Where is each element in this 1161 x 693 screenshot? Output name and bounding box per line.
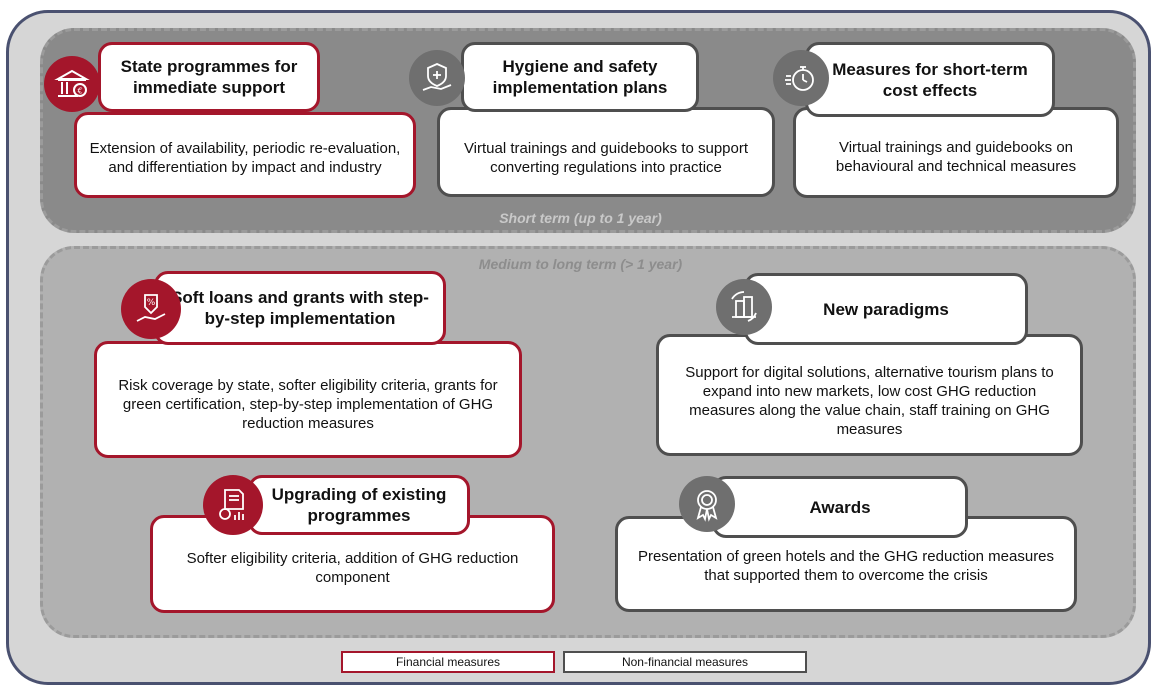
legend-non-financial: Non-financial measures (563, 651, 807, 673)
soft-loans-title-box: Soft loans and grants with step-by-step … (154, 271, 446, 345)
award-badge-icon (679, 476, 735, 532)
state-programmes-desc-box: Extension of availability, periodic re-e… (74, 112, 416, 198)
legend-financial: Financial measures (341, 651, 555, 673)
new-paradigms-title-box: New paradigms (744, 273, 1028, 345)
buildings-cycle-icon (716, 279, 772, 335)
soft-loans-desc-box: Risk coverage by state, softer eligibili… (94, 341, 522, 458)
shield-hand-icon (409, 50, 465, 106)
hygiene-plans-desc: Virtual trainings and guidebooks to supp… (463, 140, 749, 176)
new-paradigms-title: New paradigms (823, 299, 949, 319)
cost-effects-desc-box: Virtual trainings and guidebooks on beha… (793, 107, 1119, 198)
stopwatch-icon (773, 50, 829, 106)
soft-loans-desc: Risk coverage by state, softer eligibili… (118, 377, 498, 432)
upgrading-programmes-desc: Softer eligibility criteria, addition of… (186, 550, 519, 586)
long-term-label: Medium to long term (> 1 year) (478, 256, 683, 272)
cost-effects-title-box: Measures for short-term cost effects (805, 42, 1055, 117)
soft-loans-title: Soft loans and grants with step-by-step … (171, 288, 429, 328)
new-paradigms-desc-box: Support for digital solutions, alternati… (656, 334, 1083, 456)
document-chart-icon (203, 475, 263, 535)
legend-financial-label: Financial measures (395, 655, 501, 669)
bank-euro-icon: € (44, 56, 100, 112)
awards-desc: Presentation of green hotels and the GHG… (637, 548, 1055, 584)
state-programmes-title: State programmes for immediate support (120, 57, 298, 97)
state-programmes-desc: Extension of availability, periodic re-e… (89, 140, 401, 176)
hygiene-plans-title-box: Hygiene and safety implementation plans (461, 42, 699, 112)
hygiene-plans-title: Hygiene and safety implementation plans (492, 57, 668, 97)
hygiene-plans-desc-box: Virtual trainings and guidebooks to supp… (437, 107, 775, 197)
upgrading-programmes-title-box: Upgrading of existing programmes (248, 475, 470, 535)
upgrading-programmes-title: Upgrading of existing programmes (271, 485, 447, 525)
cost-effects-desc: Virtual trainings and guidebooks on beha… (835, 138, 1077, 175)
svg-text:%: % (147, 298, 156, 308)
percent-hand-icon: % (121, 279, 181, 339)
state-programmes-title-box: State programmes for immediate support (98, 42, 320, 112)
svg-text:€: € (77, 87, 82, 96)
short-term-label: Short term (up to 1 year) (499, 210, 662, 226)
upgrading-programmes-desc-box: Softer eligibility criteria, addition of… (150, 515, 555, 613)
awards-title-box: Awards (712, 476, 968, 538)
new-paradigms-desc: Support for digital solutions, alternati… (685, 364, 1054, 438)
cost-effects-title: Measures for short-term cost effects (832, 59, 1028, 100)
awards-title: Awards (809, 497, 871, 517)
awards-desc-box: Presentation of green hotels and the GHG… (615, 516, 1077, 612)
legend-non-financial-label: Non-financial measures (621, 655, 749, 669)
